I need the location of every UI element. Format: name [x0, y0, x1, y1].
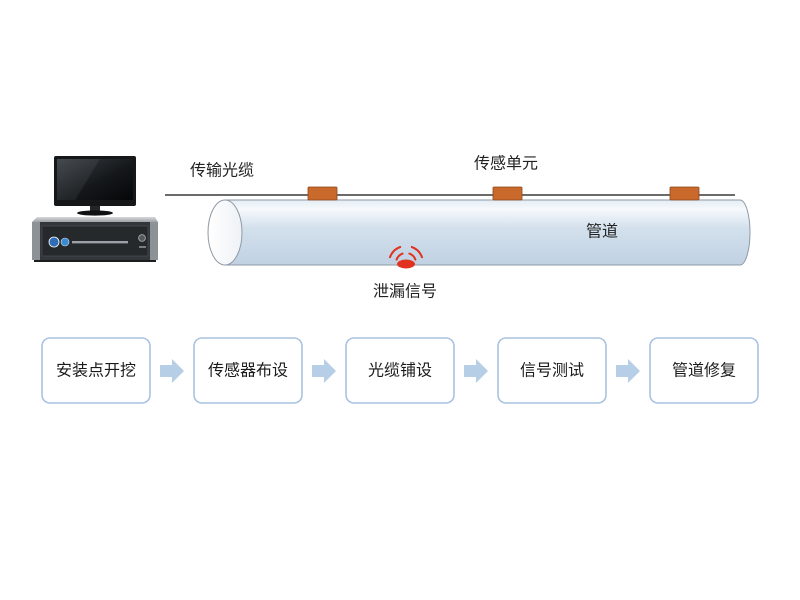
rack-left-handle — [32, 222, 40, 260]
process-flow: 安装点开挖 传感器布设 光缆铺设 信号测试 管道修复 — [41, 337, 759, 404]
leak-point — [397, 259, 415, 269]
monitor-glare — [57, 159, 100, 200]
sensor-unit-label: 传感单元 — [474, 155, 538, 173]
monitor-neck — [90, 206, 100, 212]
monitor-screen — [57, 159, 133, 200]
arrow-right-icon — [160, 359, 184, 383]
pipe-body — [224, 199, 751, 266]
rack-logo-icon — [48, 236, 60, 248]
process-step: 光缆铺设 — [345, 337, 455, 404]
process-step-label: 管道修复 — [672, 362, 736, 380]
leak-wave-right-inner — [408, 252, 417, 261]
process-step-box — [497, 337, 607, 404]
process-step-box — [41, 337, 151, 404]
sensor-units — [307, 186, 700, 201]
process-step-label: 光缆铺设 — [368, 362, 432, 380]
process-step: 安装点开挖 — [41, 337, 151, 404]
rack-power-button-icon — [138, 234, 146, 242]
process-step-label: 传感器布设 — [208, 362, 288, 380]
rack-logo-secondary-icon — [60, 237, 70, 247]
pipe-open-end — [207, 199, 243, 266]
pipe-label: 管道 — [586, 223, 618, 241]
process-step-box — [649, 337, 759, 404]
rack-device — [32, 217, 158, 262]
rack-top — [32, 217, 158, 222]
sensor-unit — [669, 186, 700, 201]
arrow-right-icon — [464, 359, 488, 383]
rack-right-handle — [150, 222, 158, 260]
leak-wave-left-outer — [389, 246, 402, 259]
leak-wave-right-outer — [410, 246, 423, 259]
process-step: 信号测试 — [497, 337, 607, 404]
monitor-base — [77, 210, 113, 216]
process-step-label: 信号测试 — [520, 362, 584, 380]
leak-signal-label: 泄漏信号 — [373, 283, 437, 301]
process-step: 管道修复 — [649, 337, 759, 404]
rack-nameplate — [72, 241, 128, 244]
cable-label: 传输光缆 — [190, 162, 254, 180]
process-step-box — [345, 337, 455, 404]
leak-wave-left-inner — [395, 252, 404, 261]
rack-shadow — [34, 260, 156, 262]
sensor-unit — [492, 186, 523, 201]
leak-signal-icon — [389, 246, 423, 269]
process-step: 传感器布设 — [193, 337, 303, 404]
rack-indicator — [139, 246, 146, 248]
pipe — [207, 199, 751, 266]
process-step-box — [193, 337, 303, 404]
desktop-computer-icon — [32, 156, 158, 262]
sensor-unit — [307, 186, 338, 201]
arrow-right-icon — [312, 359, 336, 383]
arrow-right-icon — [616, 359, 640, 383]
process-step-label: 安装点开挖 — [56, 362, 136, 380]
